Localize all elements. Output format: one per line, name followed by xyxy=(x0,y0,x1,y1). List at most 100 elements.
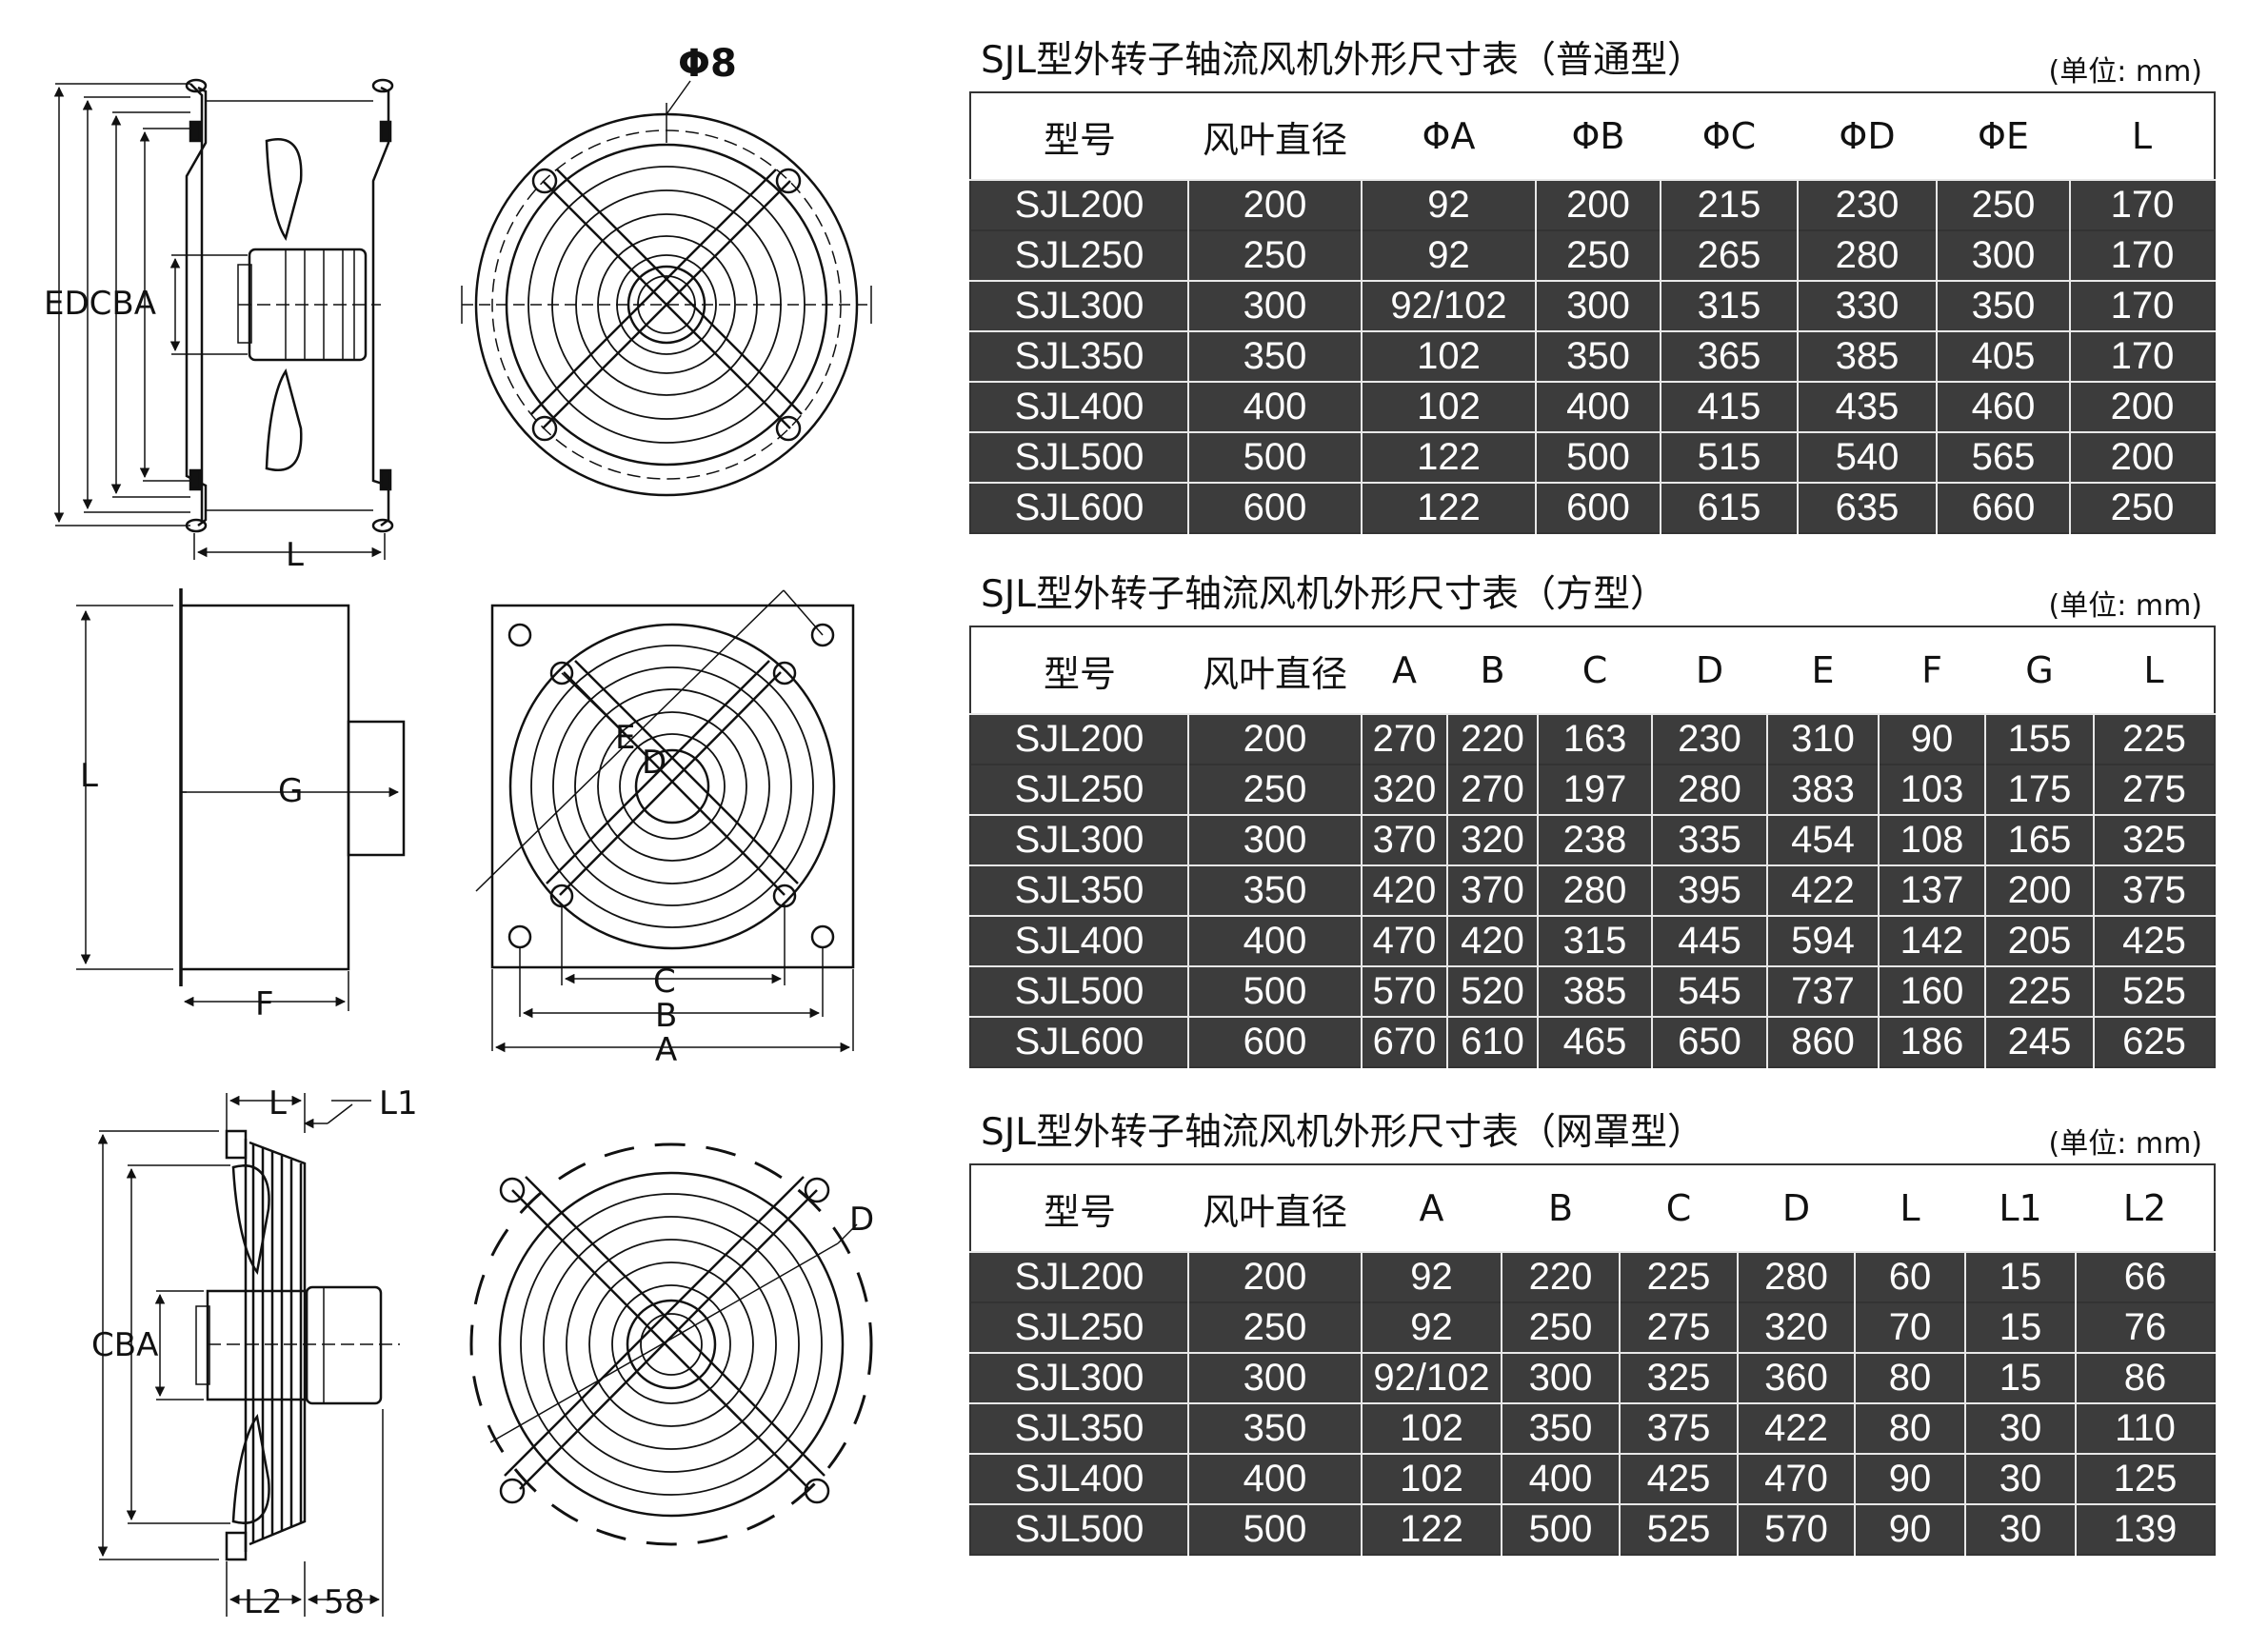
dimension-cell: 600 xyxy=(1188,482,1363,533)
dimension-cell: 520 xyxy=(1447,965,1539,1017)
dimension-cell: 525 xyxy=(2094,965,2215,1017)
mesh-guard-side-view xyxy=(97,1093,400,1617)
dimension-cell: 270 xyxy=(1447,764,1539,815)
dimension-cell: 420 xyxy=(1362,864,1448,916)
dimension-cell: 15 xyxy=(1965,1352,2077,1403)
dimension-cell: 250 xyxy=(1188,764,1363,815)
dimension-cell: 122 xyxy=(1362,431,1537,483)
dimension-cell: 400 xyxy=(1188,915,1363,966)
model-cell: SJL300 xyxy=(970,814,1189,865)
dimension-cell: 90 xyxy=(1879,713,1986,765)
dimension-cell: 600 xyxy=(1536,482,1661,533)
dimension-cell: 315 xyxy=(1538,915,1653,966)
dimension-cell: 170 xyxy=(2070,330,2215,382)
model-cell: SJL500 xyxy=(970,431,1189,483)
dimension-cell: 460 xyxy=(1937,381,2071,432)
standard-type-unit: (单位: mm) xyxy=(2048,55,2203,89)
dimension-cell: 350 xyxy=(1937,280,2071,331)
mesh-label-cba: CBA xyxy=(91,1326,158,1364)
square-type-side-view xyxy=(76,588,406,1011)
dimension-cell: 70 xyxy=(1855,1301,1966,1353)
dimension-cell: 30 xyxy=(1965,1453,2077,1504)
column-header: L2 xyxy=(2076,1164,2215,1252)
dimension-cell: 270 xyxy=(1362,713,1448,765)
dimension-cell: 370 xyxy=(1447,864,1539,916)
dimension-cell: 670 xyxy=(1362,1016,1448,1067)
dimension-cell: 170 xyxy=(2070,179,2215,230)
dimension-cell: 66 xyxy=(2076,1251,2215,1302)
column-header: 风叶直径 xyxy=(1188,1164,1362,1252)
dimension-cell: 200 xyxy=(1188,1251,1363,1302)
dimension-cell: 360 xyxy=(1738,1352,1856,1403)
dimension-cell: 170 xyxy=(2070,229,2215,281)
dimension-cell: 570 xyxy=(1738,1503,1856,1555)
dimension-cell: 15 xyxy=(1965,1301,2077,1353)
dimension-cell: 500 xyxy=(1188,431,1363,483)
fan-outline-drawings: EDCBA L Φ8 L G xyxy=(44,42,874,1621)
dimension-cell: 500 xyxy=(1188,965,1363,1017)
dimension-cell: 225 xyxy=(1620,1251,1739,1302)
model-cell: SJL300 xyxy=(970,1352,1189,1403)
dimension-cell: 425 xyxy=(1620,1453,1739,1504)
dimension-cell: 400 xyxy=(1502,1453,1621,1504)
dimension-cell: 500 xyxy=(1502,1503,1621,1555)
square-label-b: B xyxy=(655,997,677,1035)
dimension-cell: 500 xyxy=(1536,431,1661,483)
dimension-cell: 110 xyxy=(2076,1402,2215,1454)
dimension-cell: 60 xyxy=(1855,1251,1966,1302)
column-header: A xyxy=(1362,626,1447,714)
dimension-cell: 300 xyxy=(1536,280,1661,331)
dimension-cell: 435 xyxy=(1798,381,1938,432)
dimension-cell: 375 xyxy=(2094,864,2215,916)
column-header: 型号 xyxy=(970,626,1188,714)
dimension-cell: 454 xyxy=(1767,814,1880,865)
dimension-cell: 122 xyxy=(1362,482,1537,533)
square-type-front-view xyxy=(475,589,855,1053)
dimension-cell: 350 xyxy=(1188,330,1363,382)
column-header: D xyxy=(1738,1164,1855,1252)
dimension-cell: 197 xyxy=(1538,764,1653,815)
model-cell: SJL250 xyxy=(970,1301,1189,1353)
dimension-cell: 405 xyxy=(1937,330,2071,382)
dimension-cell: 315 xyxy=(1661,280,1799,331)
dimension-cell: 422 xyxy=(1767,864,1880,916)
dimension-cell: 400 xyxy=(1188,1453,1363,1504)
square-label-g: G xyxy=(278,772,303,810)
dimension-cell: 610 xyxy=(1447,1016,1539,1067)
dimension-cell: 445 xyxy=(1652,915,1768,966)
dimension-cell: 310 xyxy=(1767,713,1880,765)
model-cell: SJL300 xyxy=(970,280,1189,331)
dimension-cell: 615 xyxy=(1661,482,1799,533)
dimension-cell: 165 xyxy=(1985,814,2095,865)
column-header: B xyxy=(1447,626,1538,714)
mesh-label-l2: L2 xyxy=(244,1583,283,1621)
column-header: B xyxy=(1502,1164,1620,1252)
dimension-cell: 395 xyxy=(1652,864,1768,916)
standard-type-title: SJL型外转子轴流风机外形尺寸表（普通型） xyxy=(981,39,1704,82)
column-header: G xyxy=(1985,626,2094,714)
dimension-cell: 422 xyxy=(1738,1402,1856,1454)
dimension-cell: 635 xyxy=(1798,482,1938,533)
dimension-cell: 400 xyxy=(1536,381,1661,432)
dimension-cell: 350 xyxy=(1188,864,1363,916)
column-header: L xyxy=(1855,1164,1965,1252)
dimension-cell: 92 xyxy=(1362,1301,1502,1353)
dimension-cell: 200 xyxy=(2070,431,2215,483)
dimension-cell: 275 xyxy=(2094,764,2215,815)
dimension-cell: 250 xyxy=(1502,1301,1621,1353)
column-header: ΦD xyxy=(1798,92,1937,180)
dimension-cell: 122 xyxy=(1362,1503,1502,1555)
dimension-cell: 250 xyxy=(1188,1301,1363,1353)
model-cell: SJL600 xyxy=(970,1016,1189,1067)
column-header: E xyxy=(1767,626,1879,714)
